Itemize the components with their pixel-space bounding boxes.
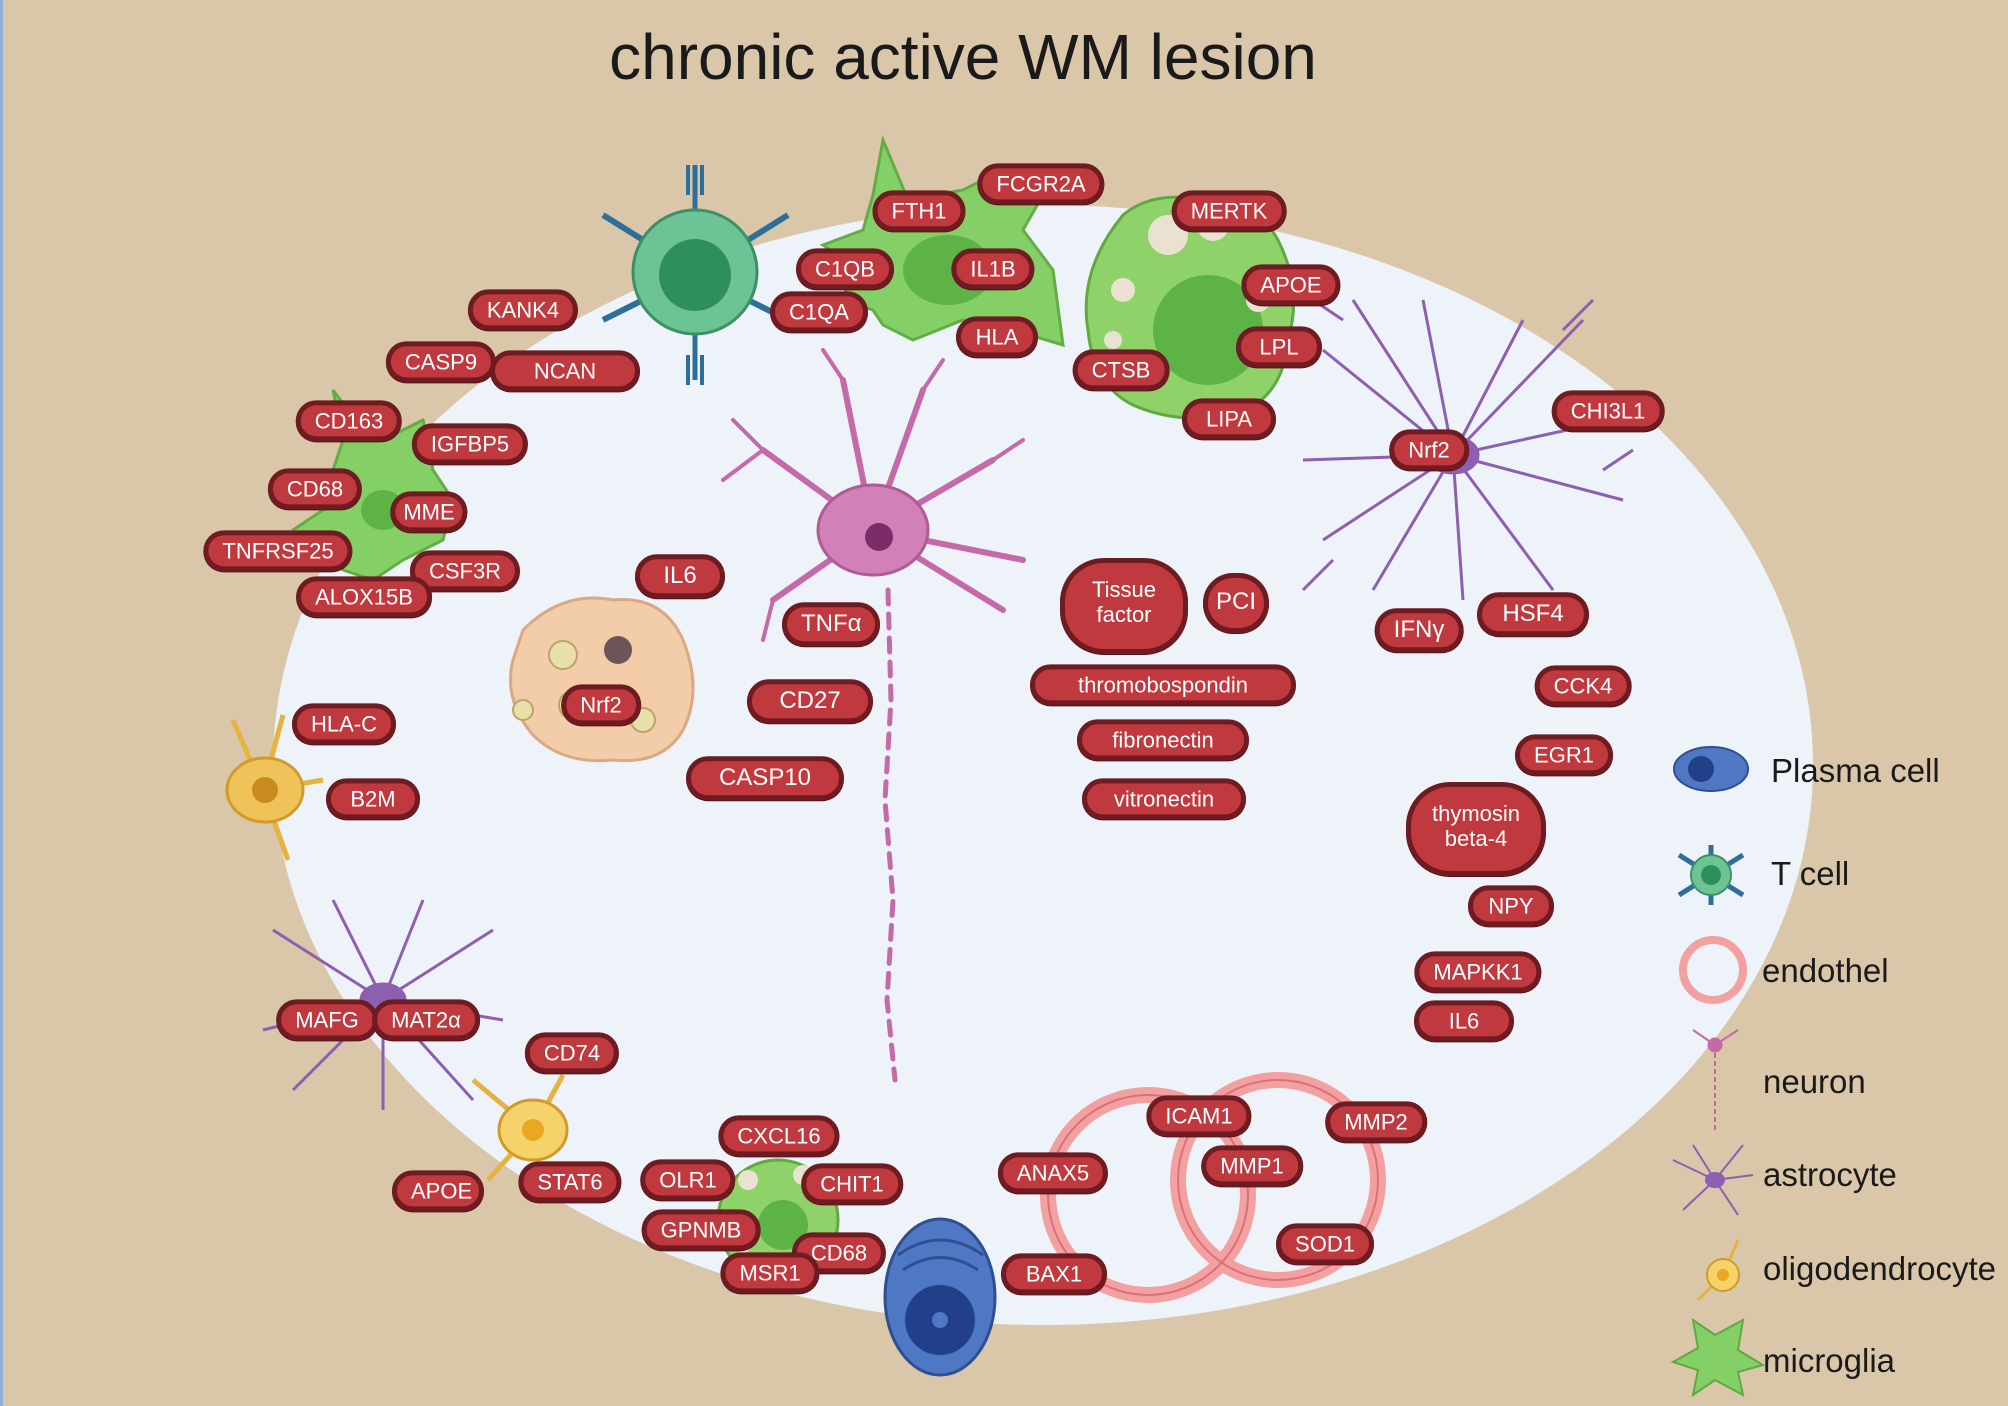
label-igfbp5: IGFBP5: [411, 423, 529, 465]
label-ctsb: CTSB: [1072, 349, 1170, 391]
label-mmp1: MMP1: [1201, 1145, 1303, 1187]
label-stat6: STAT6: [518, 1161, 622, 1203]
label-icam1: ICAM1: [1146, 1095, 1252, 1137]
legend-t-cell-label: T cell: [1771, 855, 1850, 892]
label-lipa: LIPA: [1182, 398, 1276, 440]
label-nrf2-macrophage: Nrf2: [561, 684, 641, 726]
label-mme: MME: [390, 491, 468, 533]
label-gpnmb: GPNMB: [641, 1209, 761, 1251]
label-alox15b: ALOX15B: [296, 576, 432, 618]
label-cd27: CD27: [747, 679, 873, 723]
label-fcgr2a: FCGR2A: [977, 163, 1105, 205]
label-sod1: SOD1: [1276, 1223, 1374, 1265]
legend-oligodendrocyte-icon: [1696, 1239, 1740, 1302]
label-chit1: CHIT1: [801, 1163, 903, 1205]
legend-plasma-cell-label: Plasma cell: [1771, 752, 1940, 789]
label-ncan: NCAN: [490, 350, 640, 392]
label-fth1: FTH1: [872, 190, 966, 232]
macrophage-graphic: [509, 596, 695, 763]
label-c1qa: C1QA: [770, 291, 868, 333]
t-cell-graphic: [601, 165, 790, 385]
label-cd163: CD163: [295, 400, 403, 442]
label-hsf4: HSF4: [1477, 592, 1589, 636]
label-il6-right: IL6: [1414, 1000, 1514, 1042]
label-mertk: MERTK: [1171, 190, 1287, 232]
label-egr1: EGR1: [1515, 734, 1613, 776]
legend-astrocyte-icon: [1672, 1144, 1754, 1216]
label-mafg: MAFG: [276, 999, 378, 1041]
label-kank4: KANK4: [467, 289, 579, 331]
label-bax1: BAX1: [1001, 1253, 1107, 1295]
label-thrombospondin: thromobospondin: [1030, 664, 1296, 706]
legend-endothel-label: endothel: [1762, 952, 1889, 989]
legend-microglia-label: microglia: [1763, 1342, 1896, 1379]
oligodendrocyte-lower-graphic: [471, 1073, 569, 1182]
label-apoe-top: APOE: [1241, 264, 1341, 306]
label-mat2a: MAT2α: [372, 999, 480, 1041]
label-pci: PCI: [1203, 573, 1269, 633]
neuron-graphic: [721, 348, 1026, 1083]
label-il1b: IL1B: [951, 248, 1035, 290]
label-anax5: ANAX5: [997, 1152, 1109, 1194]
label-cd68-lower: CD68: [791, 1232, 887, 1274]
label-cd74: CD74: [524, 1032, 620, 1074]
legend-endothel-icon: [1679, 936, 1747, 1004]
label-apoe-lower: APOE: [392, 1170, 484, 1212]
label-npy: NPY: [1468, 885, 1554, 927]
legend-oligodendrocyte-label: oligodendrocyte: [1763, 1250, 1996, 1287]
label-hla: HLA: [956, 316, 1038, 358]
legend-plasma-cell-icon: [1673, 746, 1749, 792]
label-casp9: CASP9: [385, 341, 497, 383]
legend-neuron-label: neuron: [1763, 1063, 1866, 1100]
lesion-area: [273, 205, 1813, 1325]
label-tissue-factor: Tissue factor: [1060, 558, 1188, 654]
label-casp10: CASP10: [686, 756, 844, 800]
label-lpl: LPL: [1236, 326, 1322, 368]
label-b2m: B2M: [326, 778, 420, 820]
plasma-cell-graphic: [883, 1217, 997, 1377]
label-tnfa: TNFα: [782, 602, 880, 646]
label-thymosin-beta4: thymosin beta-4: [1406, 782, 1546, 876]
diagram-artwork: [225, 134, 1813, 1398]
label-c1qb: C1QB: [796, 248, 894, 290]
label-fibronectin: fibronectin: [1077, 719, 1249, 761]
legend-microglia-icon: [1670, 1317, 1766, 1398]
endothel-graphic: [1040, 1072, 1386, 1303]
label-il6-center: IL6: [635, 554, 725, 598]
label-nrf2-astro: Nrf2: [1389, 429, 1469, 471]
label-olr1: OLR1: [640, 1159, 736, 1201]
label-cck4: CCK4: [1534, 665, 1632, 707]
legend-neuron-icon: [1692, 1029, 1739, 1130]
oligodendrocyte-left-graphic: [225, 714, 324, 861]
label-hla-c: HLA-C: [291, 703, 397, 745]
label-ifng: IFNγ: [1374, 608, 1464, 652]
label-mmp2: MMP2: [1325, 1101, 1427, 1143]
legend-astrocyte-label: astrocyte: [1763, 1156, 1897, 1193]
label-mapkk1: MAPKK1: [1414, 951, 1542, 993]
label-msr1: MSR1: [720, 1252, 820, 1294]
label-vitronectin: vitronectin: [1082, 778, 1246, 820]
label-tnfrsf25: TNFRSF25: [203, 530, 353, 572]
label-csf3r: CSF3R: [409, 550, 521, 592]
label-cd68-left: CD68: [267, 468, 363, 510]
label-cxcl16: CXCL16: [718, 1115, 840, 1157]
diagram-title: chronic active WM lesion: [609, 21, 1317, 93]
legend-t-cell-icon: [1677, 845, 1745, 905]
label-chi3l1: CHI3L1: [1551, 390, 1665, 432]
